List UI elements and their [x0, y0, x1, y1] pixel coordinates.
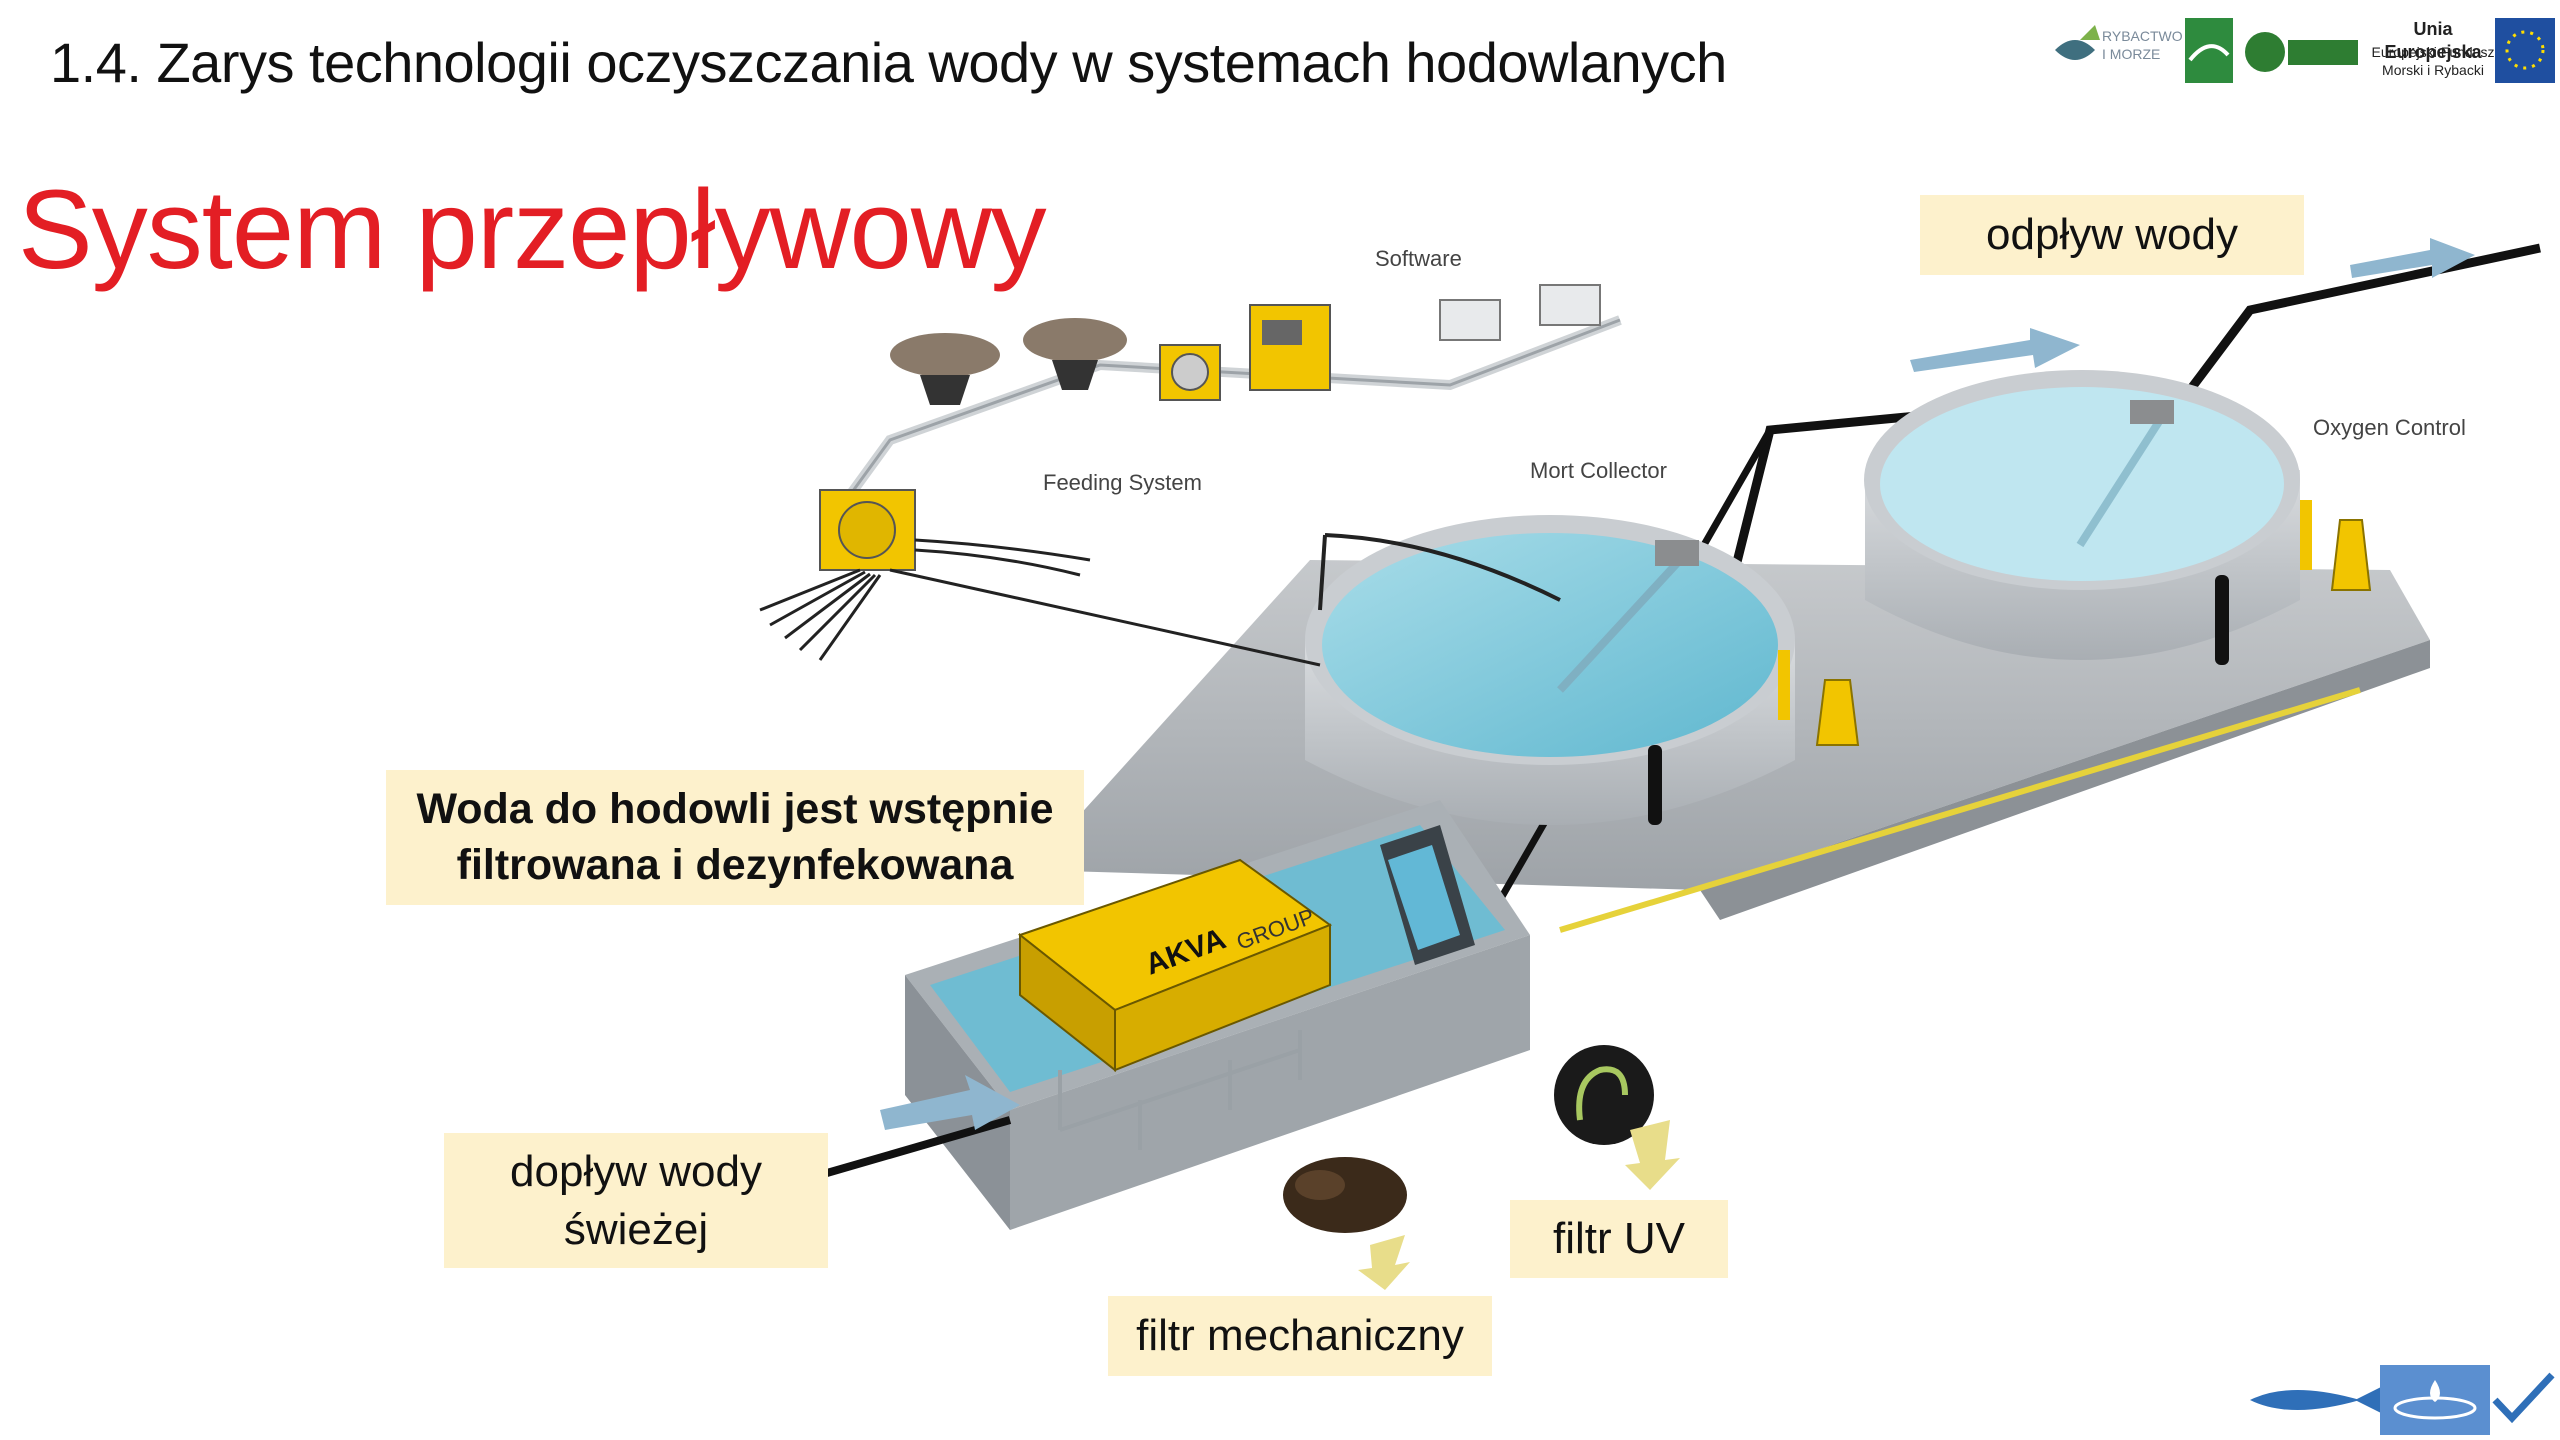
drum-filter-akva: AKVA GROUP	[1017, 858, 1333, 1150]
callout-water-outflow-text: odpływ wody	[1986, 210, 2238, 260]
header-title: 1.4. Zarys technologii oczyszczania wody…	[50, 31, 1727, 94]
outflow-arrow-1	[1910, 328, 2080, 372]
arimr-logo-icon	[2185, 18, 2233, 83]
outflow-arrow-2	[2350, 238, 2475, 278]
callout-pretreatment-line-1: Woda do hodowli jest wstępnie	[416, 784, 1054, 833]
mechanical-filter-sludge-image	[1283, 1157, 1410, 1290]
callout-fresh-water-inflow: dopływ wody świeżej	[444, 1133, 828, 1268]
inflow-pipe	[818, 1075, 1020, 1179]
eu-logo-title: Unia Europejska	[2384, 19, 2482, 62]
fish-tank-2	[1864, 370, 2300, 665]
callout-uv-filter: filtr UV	[1510, 1200, 1728, 1278]
checkmark-icon	[2492, 1372, 2555, 1424]
uv-unit	[1380, 825, 1475, 965]
callout-inflow-line-2: świeżej	[563, 1204, 709, 1254]
water-drop-icon	[2380, 1365, 2490, 1435]
software-label: Software	[1375, 246, 1462, 271]
footer-fish-water-logo	[2250, 1365, 2555, 1435]
oxygen-sensor-1	[1778, 650, 1860, 746]
callout-water-outflow: odpływ wody	[1920, 195, 2304, 275]
eu-logo-subtitle-2: Morski i Rybacki	[2382, 62, 2484, 78]
callout-mechanical-filter-text: filtr mechaniczny	[1136, 1311, 1464, 1361]
eu-logo-subtitle-1: Europejski Fundusz	[2371, 44, 2495, 60]
mort-collector-label: Mort Collector	[1530, 458, 1667, 483]
feeding-system	[845, 284, 1622, 498]
callout-uv-filter-text: filtr UV	[1553, 1214, 1685, 1264]
oxygen-control-label: Oxygen Control	[2313, 415, 2466, 440]
sponsor-logos	[2055, 18, 2555, 83]
callout-pretreatment: Woda do hodowli jest wstępnie filtrowana…	[386, 770, 1084, 905]
callout-pretreatment-line-2: filtrowana i dezynfekowana	[456, 840, 1014, 889]
oxygen-sensor-2	[2300, 500, 2372, 591]
program-logo-icon	[2245, 32, 2358, 72]
feed-distributor	[759, 489, 1321, 667]
rybactwo-fish-icon	[2055, 25, 2100, 60]
callout-mechanical-filter: filtr mechaniczny	[1108, 1296, 1492, 1376]
feeding-system-label: Feeding System	[1043, 470, 1202, 495]
uv-filter-image	[1554, 1045, 1680, 1190]
fish-tank-1	[1305, 515, 1795, 825]
fish-icon	[2250, 1385, 2385, 1415]
eu-flag-icon	[2495, 18, 2555, 83]
slide-title: System przepływowy	[18, 167, 1047, 292]
callout-inflow-line-1: dopływ wody	[510, 1147, 762, 1197]
rybactwo-logo-text: RYBACTWO I MORZE	[2102, 28, 2183, 62]
